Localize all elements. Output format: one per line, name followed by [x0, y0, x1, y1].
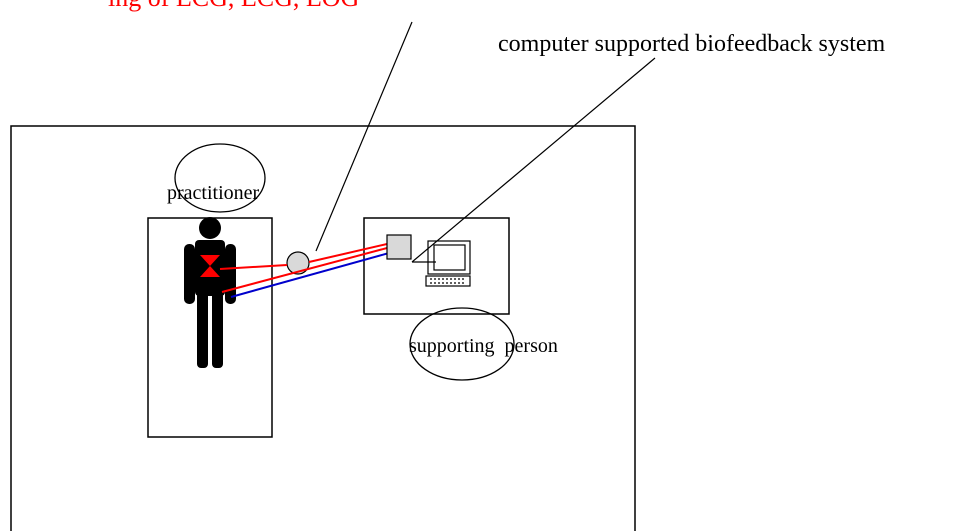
biofeedback-system-label: computer supported biofeedback system: [498, 31, 886, 57]
human-figure-icon: [184, 217, 236, 368]
sensor-circle-icon: [286, 251, 310, 275]
room-outline: [10, 125, 636, 531]
biofeedback-callout-line: [411, 57, 656, 263]
supporting-person-label: supporting person: [409, 335, 558, 357]
amplifier-box-icon: [386, 234, 412, 260]
computer-icon: [425, 240, 471, 287]
desk: [363, 217, 510, 315]
supporting-person-ellipse: [409, 307, 515, 381]
signal-types-label: ing of ECG, ECG, EOG: [108, 0, 359, 12]
sensor-wires: [219, 243, 436, 298]
practitioner-ellipse: [174, 143, 266, 213]
practitioner-label: practitioner: [167, 182, 260, 204]
sensor-callout-line: [315, 21, 413, 252]
